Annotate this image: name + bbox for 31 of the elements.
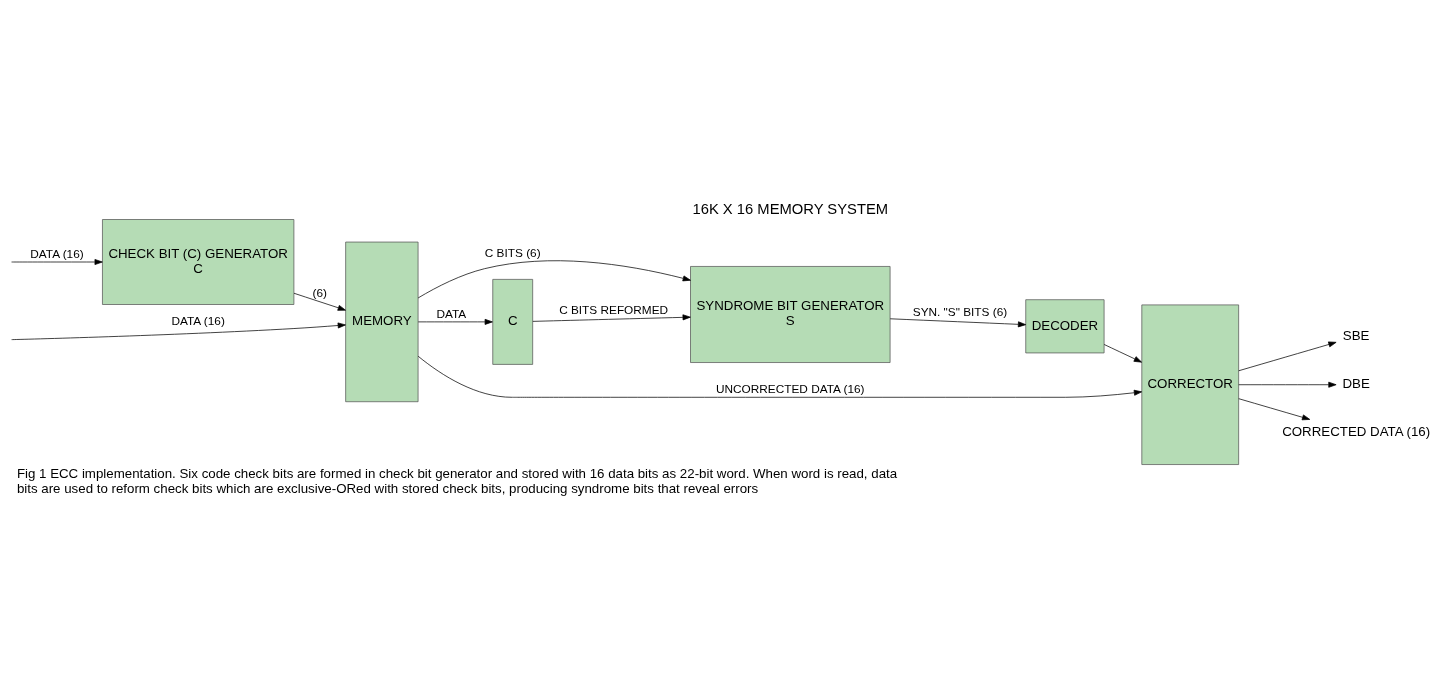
arrow — [417, 318, 493, 325]
arrow — [889, 317, 1027, 327]
node-text: SBE — [1342, 327, 1370, 343]
node-box: CORRECTOR — [1141, 304, 1239, 465]
arrow — [532, 313, 691, 322]
arrow — [417, 259, 691, 298]
arrow — [11, 322, 346, 340]
arrow — [1238, 381, 1337, 388]
node-box: MEMORY — [345, 241, 419, 402]
edge-label: UNCORRECTED DATA (16) — [716, 381, 865, 396]
diagram-title: 16K X 16 MEMORY SYSTEM — [692, 200, 889, 217]
arrow — [417, 355, 1143, 398]
node-text: CORRECTED DATA (16) — [1282, 423, 1431, 439]
edge-label: (6) — [312, 285, 327, 300]
node-text: DBE — [1342, 375, 1370, 391]
node-box: CHECK BIT (C) GENERATOR C — [102, 218, 295, 305]
edge-label: C BITS (6) — [484, 245, 541, 260]
arrow — [1238, 341, 1337, 371]
arrow — [293, 292, 346, 311]
edge-label: C BITS REFORMED — [559, 302, 669, 317]
arrow — [1103, 343, 1142, 362]
arrow — [1238, 397, 1311, 420]
node-box: SYNDROME BIT GENERATOR S — [690, 265, 891, 363]
node-box: DECODER — [1025, 298, 1105, 353]
edge-label: DATA — [436, 306, 467, 321]
edge-label: SYN. "S" BITS (6) — [912, 304, 1008, 319]
edge-label: DATA (16) — [30, 246, 84, 261]
node-box: C — [492, 278, 534, 365]
arrow — [11, 258, 103, 265]
edge-label: DATA (16) — [171, 313, 225, 328]
caption: Fig 1 ECC implementation. Six code check bits are formed in check bit generator and stored with 16 data bits as 22-bit word. When word is read, data bits are used to reform check bits which are exclusive-ORed with stored check bits, producing syndrome bits that reveal errors — [16, 465, 898, 496]
